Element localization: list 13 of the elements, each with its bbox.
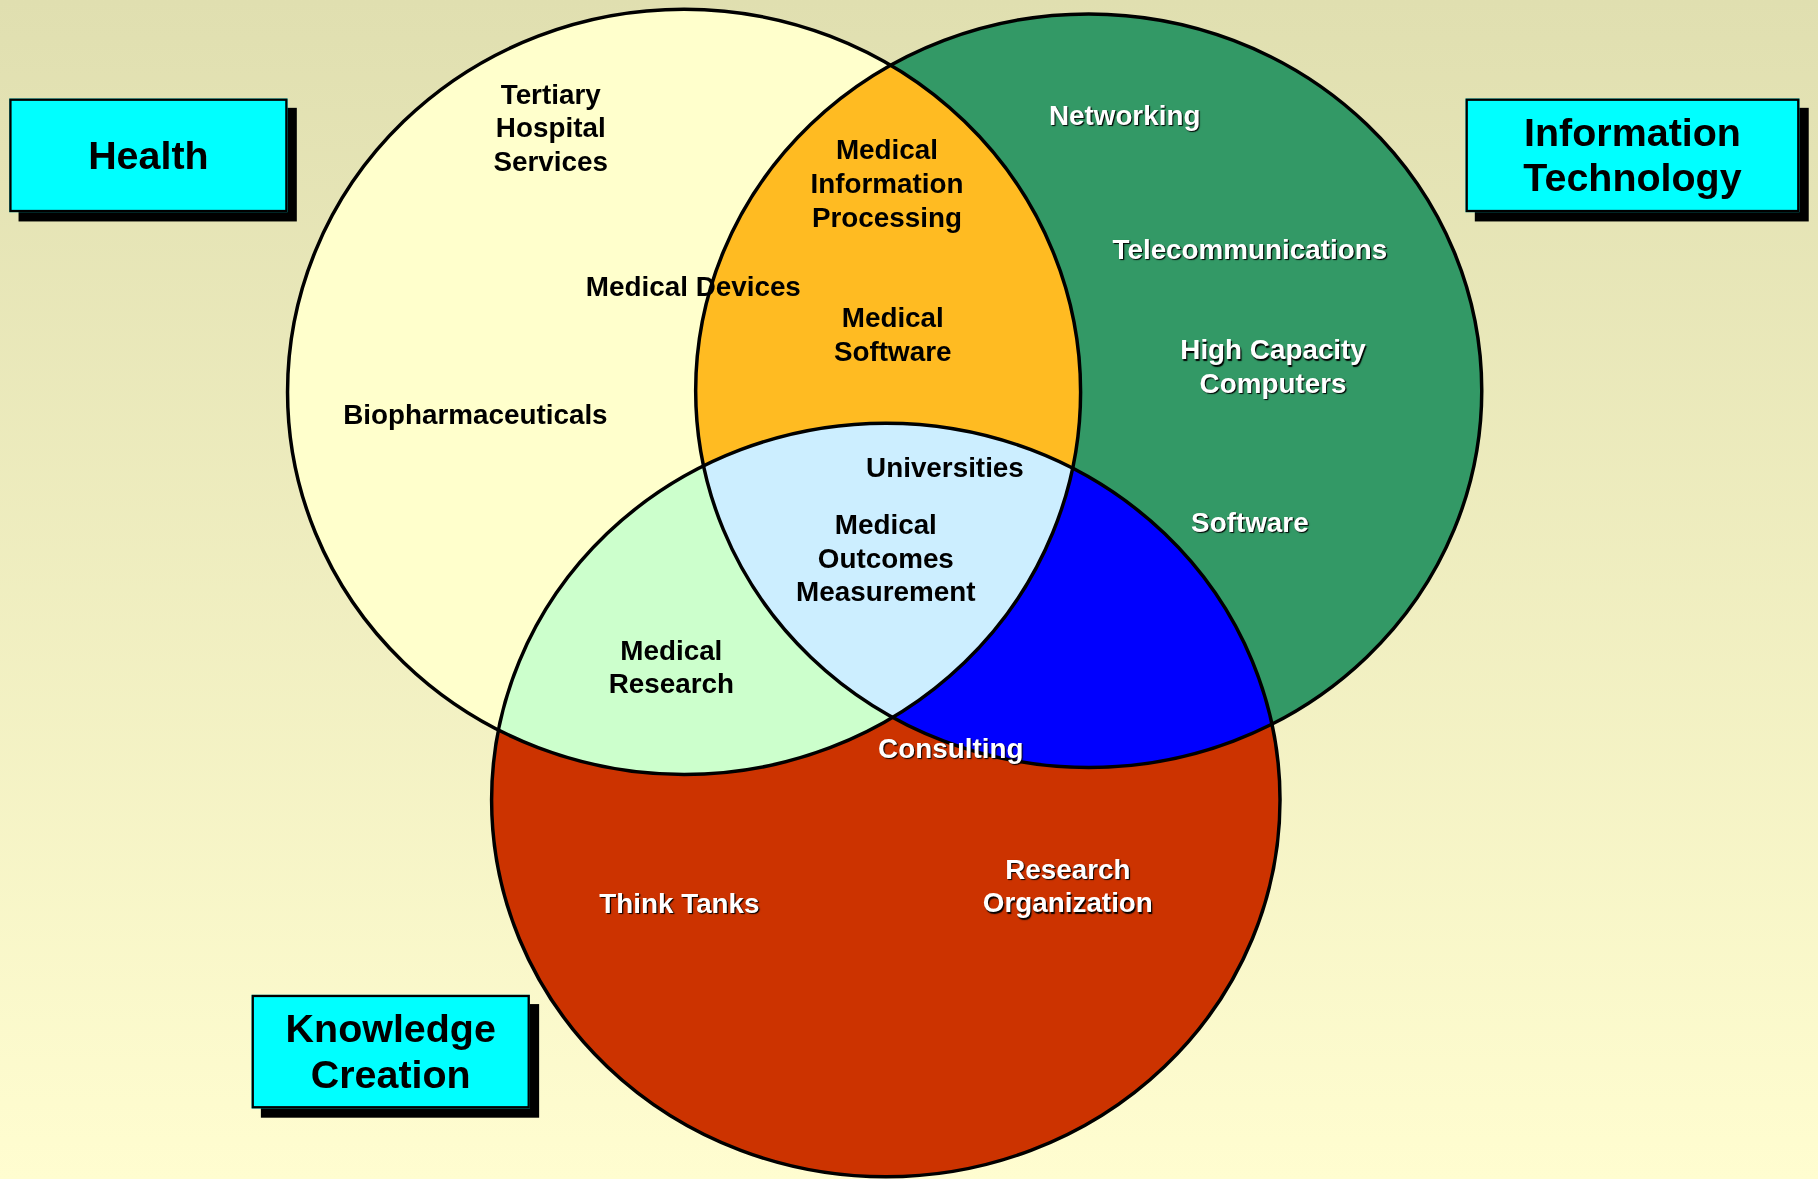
region-label: Medical Information Processing: [809, 132, 965, 234]
region-label: Networking: [1048, 98, 1201, 132]
region-label: Telecommunications: [1112, 232, 1388, 267]
region-label: Tertiary Hospital Services: [492, 77, 609, 178]
region-label: High Capacity Computers: [1179, 332, 1367, 400]
region-label: Software: [1191, 505, 1309, 539]
region-label: Biopharmaceuticals: [343, 397, 608, 431]
region-label: Think Tanks: [599, 886, 760, 920]
region-label: Medical Research: [607, 633, 735, 701]
region-label: Medical Software: [833, 300, 953, 368]
region-label: Medical Outcomes Measurement: [795, 507, 977, 609]
region-label: Universities: [866, 450, 1024, 485]
region-label: Research Organization: [981, 852, 1154, 920]
